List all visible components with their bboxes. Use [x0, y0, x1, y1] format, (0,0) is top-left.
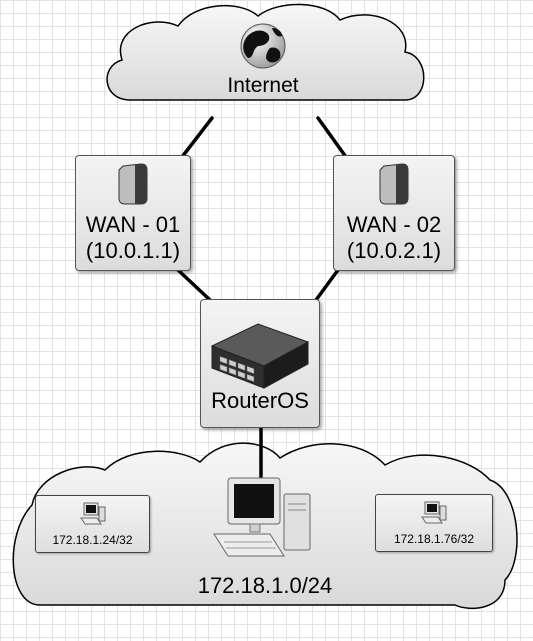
internet-label: Internet — [227, 74, 299, 97]
lan-host-1[interactable]: 172.18.1.24/32 — [35, 495, 150, 553]
desktop-computer-icon — [79, 502, 105, 525]
lan-host-1-label: 172.18.1.24/32 — [52, 533, 133, 547]
lan-host-2-label: 172.18.1.76/32 — [393, 532, 475, 546]
link-internet-wan1 — [180, 116, 214, 159]
lan-label: 172.18.1.0/24 — [197, 573, 333, 598]
link-wan2-router — [314, 268, 340, 302]
lan-cloud — [12, 442, 518, 610]
desktop-computer-icon — [213, 477, 311, 557]
router-icon — [210, 323, 310, 389]
modem-icon — [118, 163, 148, 205]
globe-icon — [240, 23, 286, 69]
link-wan1-router — [176, 268, 212, 302]
modem-icon — [379, 163, 409, 205]
router-node[interactable]: RouterOS — [200, 299, 320, 428]
wan-02-ip: (10.0.2.1) — [346, 238, 442, 263]
router-label: RouterOS — [211, 388, 309, 413]
wan-01-name: WAN - 01 — [85, 212, 181, 237]
desktop-computer-icon — [421, 501, 447, 524]
link-internet-wan2 — [316, 116, 348, 159]
wan-02-name: WAN - 02 — [346, 212, 442, 237]
wan-02-node[interactable]: WAN - 02 (10.0.2.1) — [333, 155, 455, 271]
links — [176, 116, 348, 480]
lan-host-2[interactable]: 172.18.1.76/32 — [375, 494, 493, 552]
wan-01-node[interactable]: WAN - 01 (10.0.1.1) — [75, 155, 191, 271]
wan-01-ip: (10.0.1.1) — [85, 238, 181, 263]
